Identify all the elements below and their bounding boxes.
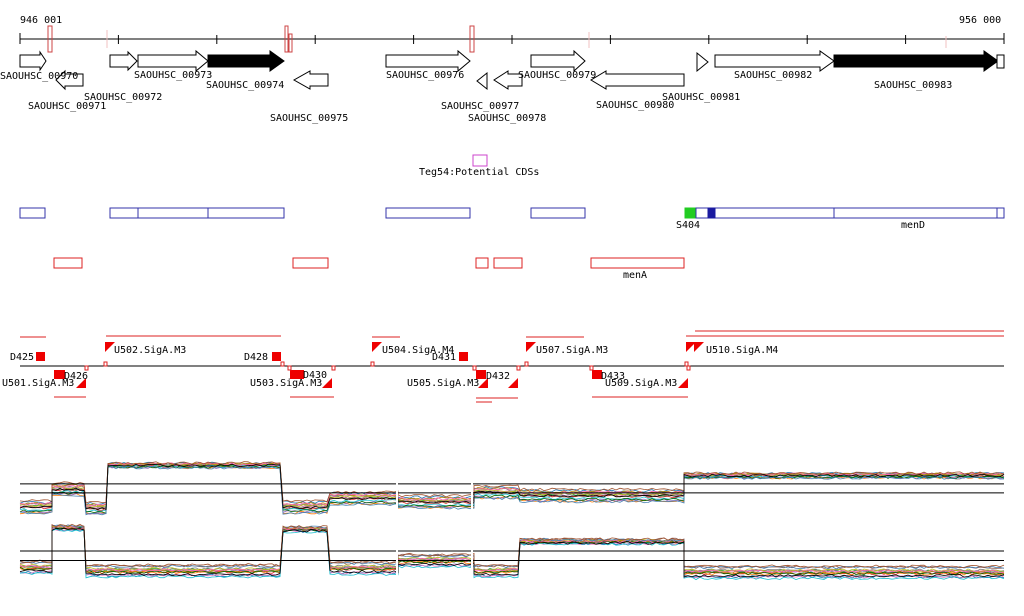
regulatory-track: D425 D426 D428 D430 D431 D432 D433 U501.… [2,330,1004,403]
red-gene-track: menA [53,257,685,281]
expression-series-line [19,525,1005,573]
promoter-label: U504.SigA.M4 [382,345,454,356]
expression-series-line [19,525,1005,573]
expression-series-line [19,525,1005,573]
expression-series-line [19,527,1005,578]
promoter-label: U505.SigA.M3 [407,378,479,389]
promoter-label: U510.SigA.M4 [706,345,778,356]
expression-series-line [19,463,1004,510]
cds-box[interactable] [385,207,471,219]
gene-label: SAOUHSC_00980 [596,100,674,111]
expression-series-line [19,524,1005,569]
expression-series-line [19,466,1005,516]
gene-label: SAOUHSC_00978 [468,113,546,124]
gene-arrow-sao00972[interactable] [109,50,138,72]
expression-series-line [19,463,1005,511]
terminator-label: D432 [486,371,510,382]
expression-series-line [19,465,1005,515]
upper-expression-plot [19,461,1005,516]
teg-feature-box[interactable] [472,154,488,167]
gene-arrow-sao00982[interactable] [714,50,835,72]
gene-label: SAOUHSC_00972 [84,92,162,103]
terminator-label: D428 [244,352,268,363]
gene-arrow-sao00983[interactable] [833,50,999,72]
promoter-label: U509.SigA.M3 [605,378,677,389]
terminator-label: D426 [64,371,88,382]
promoter-label: U501.SigA.M3 [2,378,74,389]
gene-arrow-sao00976[interactable] [385,49,471,73]
gene-label: SAOUHSC_00974 [206,80,284,91]
red-gene-label: menA [623,270,647,281]
gene-arrow-sao00981[interactable] [696,51,709,73]
gene-label: SAOUHSC_00975 [270,113,348,124]
gene-label: SAOUHSC_00977 [441,101,519,112]
gene-label: SAOUHSC_00973 [134,70,212,81]
promoter-label: U503.SigA.M3 [250,378,322,389]
teg-feature-track: Teg54:Potential CDSs [419,154,539,178]
gene-arrow-sao00979[interactable] [530,49,586,73]
gene-label: SAOUHSC_00970 [0,71,78,82]
gene-label: SAOUHSC_00976 [386,70,464,81]
lower-expression-plot [19,523,1005,581]
gene-label: SAOUHSC_00979 [518,70,596,81]
teg-feature-label: Teg54:Potential CDSs [419,167,539,178]
gene-arrow-sao00971[interactable] [55,69,84,91]
gene-arrow-sao00977[interactable] [476,71,488,91]
cds-track: S404 menD [19,207,1005,231]
expression-series-line [19,463,1005,510]
terminator-label: D430 [303,370,327,381]
red-gene-box[interactable] [53,257,83,269]
promoter-label: U507.SigA.M3 [536,345,608,356]
red-gene-box[interactable] [590,257,685,269]
ruler-end-label: 956 000 [959,15,1001,26]
expression-series-line [19,463,1005,510]
red-gene-box[interactable] [493,257,523,269]
expression-series-line [19,461,1005,504]
gene-fragment [996,54,1005,69]
cds-box[interactable] [109,207,285,219]
red-gene-box[interactable] [475,257,489,269]
ruler-ticks [19,33,1005,44]
gene-arrow-sao00974[interactable] [207,50,285,72]
cds-gene-label: menD [901,220,925,231]
terminator-label: D431 [432,352,456,363]
cds-box[interactable] [530,207,586,219]
gene-arrow-sao00975[interactable] [292,70,329,90]
cds-box[interactable] [19,207,46,219]
cds-start-marker[interactable] [684,207,697,219]
ruler-start-label: 946 001 [20,15,62,26]
gene-label: SAOUHSC_00971 [28,101,106,112]
gene-arrow-sao00980[interactable] [590,70,685,90]
coordinate-ruler: 946 001 956 000 [19,15,1005,53]
terminator-label: D425 [10,352,34,363]
gene-arrow-sao00978[interactable] [493,70,523,90]
ruler-marker [469,25,475,53]
gene-arrow-sao00973[interactable] [137,49,209,73]
gene-label: SAOUHSC_00983 [874,80,952,91]
gene-arrow-sao00970[interactable] [19,50,47,72]
ruler-marker [288,33,293,53]
expression-plots [19,461,1005,590]
cds-box-mend[interactable] [695,207,1005,219]
expression-series-line [19,523,1005,569]
gene-track: SAOUHSC_00970 SAOUHSC_00971 SAOUHSC_0097… [0,49,1005,124]
cds-s-label: S404 [676,220,700,231]
red-gene-box[interactable] [292,257,329,269]
promoter-label: U502.SigA.M3 [114,345,186,356]
gene-label: SAOUHSC_00981 [662,92,740,103]
ruler-marker [284,25,289,53]
ruler-marker [47,25,53,53]
terminator-label: D433 [601,371,625,382]
expression-series-line [19,524,1005,570]
gene-label: SAOUHSC_00982 [734,70,812,81]
